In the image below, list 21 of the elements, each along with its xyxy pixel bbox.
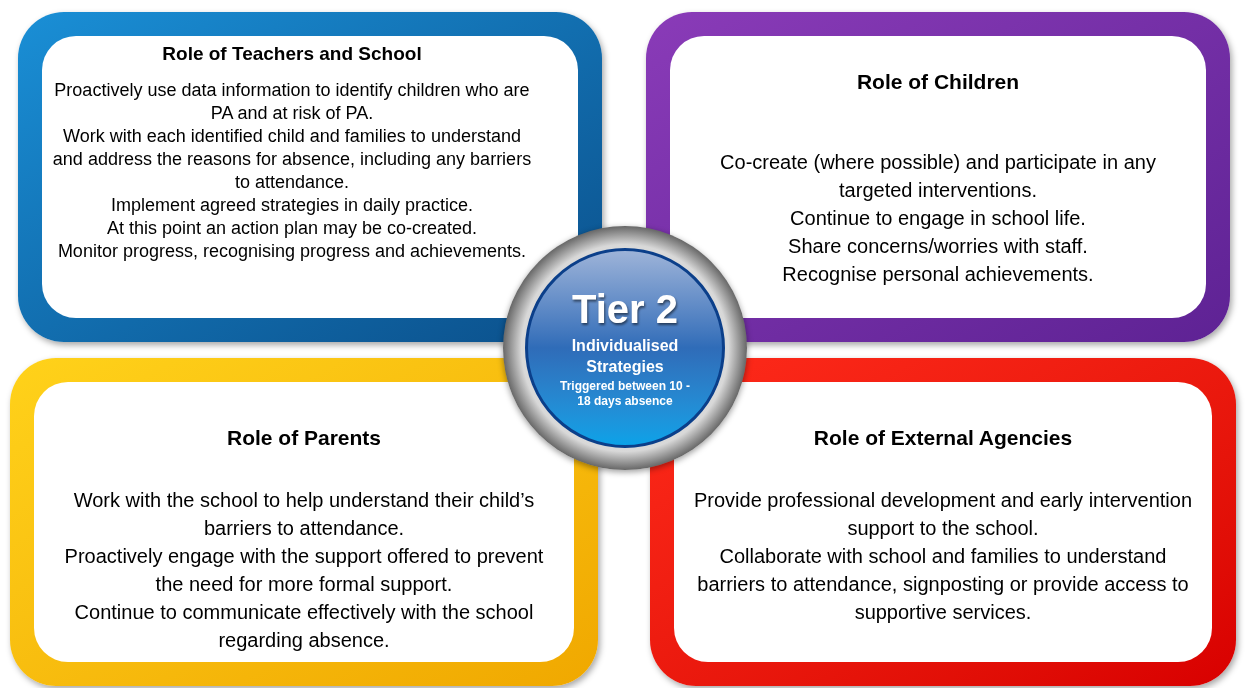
card-text: Continue to communicate effectively with the school regarding absence. [73,599,535,653]
tier-title: Tier 2 [572,287,678,331]
card-text: Proactively engage with the support offered to prevent the need for more formal support. [63,543,545,597]
card-text: Implement agreed strategies in daily practice. [110,193,474,217]
card-heading: Role of External Agencies [813,425,1073,451]
card-heading: Role of Teachers and School [162,42,422,66]
card-text: Proactively use data information to identify children who are PA and at risk of PA. [53,78,531,125]
card-text: Work with the school to help understand their child’s barriers to attendance. [72,487,536,541]
card-text: Provide professional development and early intervention support to the school. [692,487,1194,541]
card-text: Share concerns/worries with staff. [788,233,1088,259]
card-heading: Role of Parents [226,425,381,451]
tier-note: Triggered between 10 - 18 days absence [558,379,691,409]
card-text: Continue to engage in school life. [790,205,1086,231]
card-text: Recognise personal achievements. [782,261,1094,287]
card-text: Co-create (where possible) and participate in any targeted interventions. [719,149,1157,203]
card-text: Work with each identified child and families to understand and address the reasons for absence, including any barriers to attendance. [52,124,532,194]
card-text: At this point an action plan may be co-created. [106,216,478,240]
tier-subtitle: Individualised Strategies [570,336,680,377]
card-text: Monitor progress, recognising progress and achievements. [57,239,527,263]
card-heading: Role of Children [856,69,1020,95]
card-text: Collaborate with school and families to understand barriers to attendance, signposting or provide access to supportive services. [696,543,1190,625]
